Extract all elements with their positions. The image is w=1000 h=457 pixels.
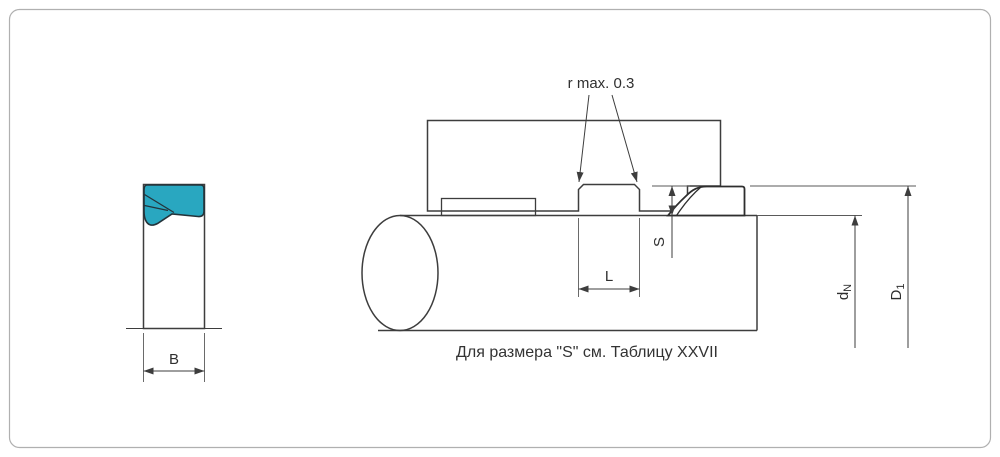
- seal-installed-lip-line: [675, 186, 702, 216]
- label-l: L: [605, 268, 613, 285]
- housing-hatched: [426, 119, 722, 212]
- label-s: S: [651, 237, 668, 247]
- shaft-end-face: [361, 214, 439, 332]
- dimension-dn: dN: [757, 215, 862, 348]
- figure-caption: Для размера "S" см. Таблицу XXVII: [456, 344, 718, 361]
- dimension-l: L: [578, 218, 640, 297]
- seal-lip-teal: [143, 184, 205, 226]
- dimension-b: B: [143, 333, 205, 382]
- dimension-d1: D1: [750, 185, 916, 348]
- leader-line-left: [576, 94, 590, 183]
- label-dn: dN: [835, 284, 854, 300]
- installation-figure: r max. 0.3 L S dN D1: [361, 75, 916, 361]
- label-b: B: [169, 351, 179, 368]
- shaft-ring: [440, 197, 537, 217]
- seal-cross-section-figure: B: [126, 183, 222, 382]
- dimension-r-max: r max. 0.3: [568, 75, 638, 183]
- leader-line-right: [611, 94, 638, 183]
- dimension-s: S: [651, 185, 690, 258]
- label-d1: D1: [888, 284, 907, 301]
- label-r-max: r max. 0.3: [568, 75, 635, 92]
- drawing-border: [8, 8, 992, 449]
- seal-lip-notch: [144, 193, 175, 214]
